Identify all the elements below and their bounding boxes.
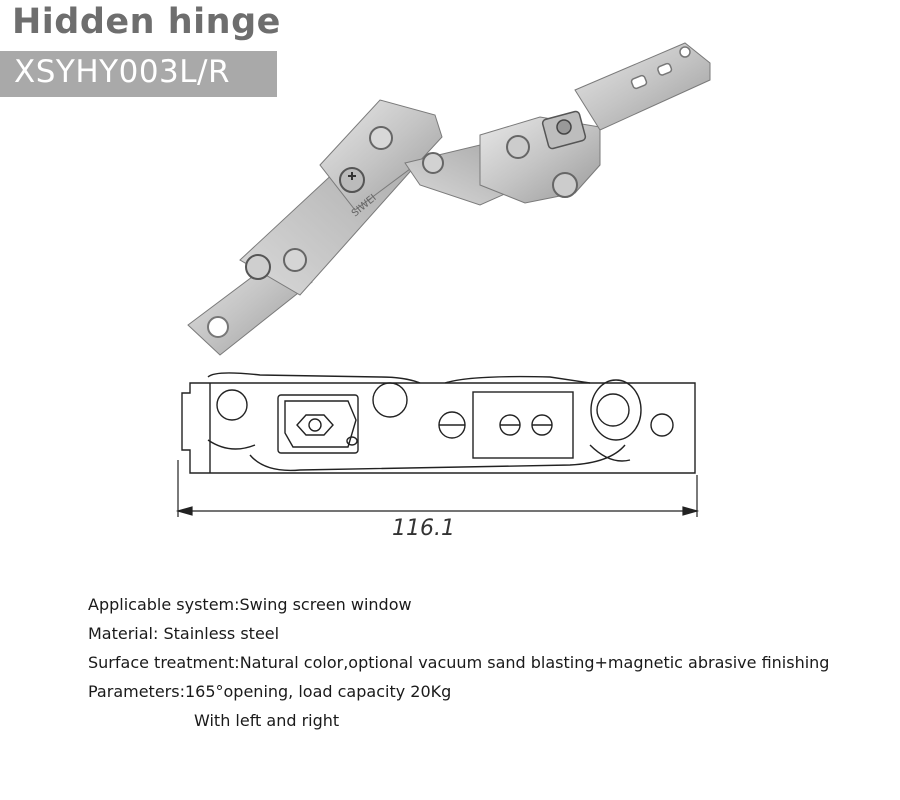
spec-material: Material: Stainless steel: [88, 624, 280, 643]
model-number: XSYHY003L/R: [14, 54, 231, 90]
model-banner: XSYHY003L/R: [0, 51, 277, 97]
spec-applicable-system: Applicable system:Swing screen window: [88, 595, 412, 614]
spec-list: Applicable system:Swing screen window Ma…: [88, 590, 829, 735]
hinge-photo: SIWEI: [187, 42, 711, 356]
product-title: Hidden hinge: [12, 2, 281, 42]
spec-variants: With left and right: [194, 711, 340, 730]
spec-parameters: Parameters:165°opening, load capacity 20…: [88, 682, 452, 701]
dimension-label: 116.1: [392, 516, 455, 541]
technical-drawing: [175, 372, 700, 517]
spec-surface-treatment: Surface treatment:Natural color,optional…: [88, 653, 830, 672]
